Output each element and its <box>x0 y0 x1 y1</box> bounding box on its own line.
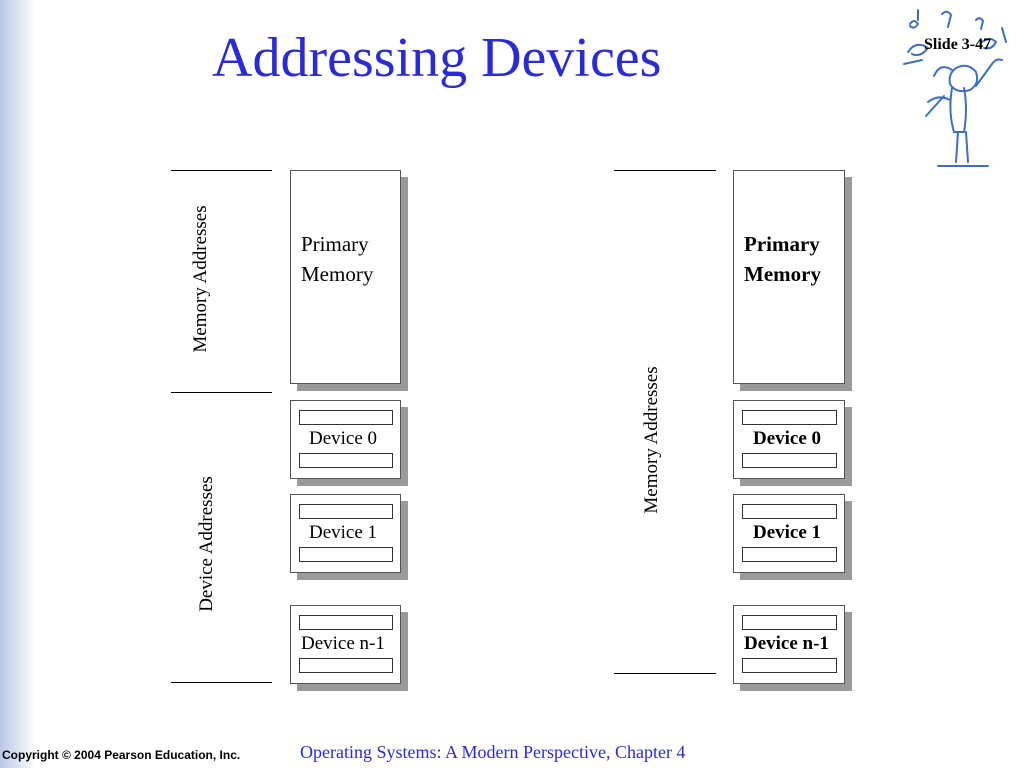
left-device-n-1-register-bottom <box>299 658 393 673</box>
right-device-n-1-label: Device n-1 <box>744 633 829 654</box>
left-bracket-top-line <box>171 170 272 171</box>
slide-title: Addressing Devices <box>212 27 662 89</box>
left-device-0-register-top <box>299 410 393 425</box>
left-device-0-label: Device 0 <box>309 428 378 449</box>
right-device-1-register-bottom <box>742 547 837 562</box>
right-device-n-1-register-top <box>742 615 837 630</box>
left-device-addresses-label: Device Addresses <box>196 476 217 612</box>
left-device-1-box: Device 1 <box>290 494 401 573</box>
slide-number: Slide 3-47 <box>924 36 992 53</box>
left-device-1-register-top <box>299 504 393 519</box>
right-device-1-label: Device 1 <box>753 522 822 543</box>
right-bracket-top-line <box>614 170 716 171</box>
left-device-0-register-bottom <box>299 453 393 468</box>
left-primary-memory-line2: Memory <box>301 262 374 286</box>
right-primary-memory-line1: Primary <box>744 232 820 256</box>
right-device-0-label: Device 0 <box>753 428 822 449</box>
side-gradient-bar <box>0 0 36 768</box>
right-device-0-register-top <box>742 410 837 425</box>
right-device-0-box: Device 0 <box>733 400 845 479</box>
left-device-n-1-box: Device n-1 <box>290 605 401 684</box>
left-bracket-bottom-line <box>171 682 272 683</box>
left-primary-memory-line1: Primary <box>301 232 369 256</box>
right-device-1-register-top <box>742 504 837 519</box>
slide-footer: Operating Systems: A Modern Perspective,… <box>300 742 686 762</box>
left-device-1-register-bottom <box>299 547 393 562</box>
left-memory-addresses-label: Memory Addresses <box>190 205 211 353</box>
right-primary-memory-box: Primary Memory <box>733 170 845 384</box>
left-primary-memory-box: Primary Memory <box>290 170 401 384</box>
right-primary-memory-line2: Memory <box>744 262 821 286</box>
right-device-n-1-register-bottom <box>742 658 837 673</box>
left-device-1-label: Device 1 <box>309 522 378 543</box>
right-device-1-box: Device 1 <box>733 494 845 573</box>
left-device-n-1-label: Device n-1 <box>301 633 385 654</box>
right-device-n-1-box: Device n-1 <box>733 605 845 684</box>
left-device-n-1-register-top <box>299 615 393 630</box>
left-device-0-box: Device 0 <box>290 400 401 479</box>
musician-logo-icon <box>903 9 1007 167</box>
left-bracket-middle-line <box>171 392 272 393</box>
right-device-0-register-bottom <box>742 453 837 468</box>
right-memory-addresses-label: Memory Addresses <box>641 366 662 514</box>
copyright-notice: Copyright © 2004 Pearson Education, Inc. <box>2 748 241 762</box>
right-bracket-bottom-line <box>614 673 716 674</box>
